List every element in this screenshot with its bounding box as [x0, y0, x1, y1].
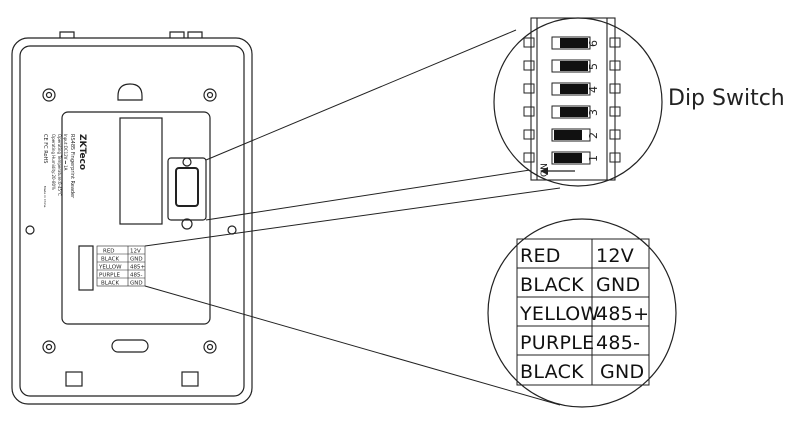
dip-switch-6 [523, 36, 621, 50]
dip-number: 3 [587, 109, 600, 116]
spec-temperature: Operating Temperature:0-45°C [57, 134, 62, 196]
dip-switch-1 [523, 151, 621, 165]
brand-text: ZKTeco [77, 134, 87, 170]
signal-cell: 485+ [596, 303, 649, 325]
signal-cell: GND [596, 274, 640, 296]
device-label-text: ZKTeco RS485 Fingerprint Reader Input:DC… [42, 134, 87, 208]
dip-switch-3 [523, 105, 621, 119]
small-cell-signal: GND [130, 281, 143, 287]
wire-cell: RED [520, 245, 561, 267]
signal-cell: 485- [596, 332, 640, 354]
wiring-table: RED 12V BLACK GND YELLOW 485+ PURPLE 485… [519, 245, 649, 383]
dip-switch-4 [523, 82, 621, 96]
dip-number: 1 [587, 155, 600, 162]
cert-marks: CE FC RoHS [42, 134, 48, 163]
dip-switch-rows [523, 36, 621, 165]
dip-switch-title: Dip Switch [668, 86, 785, 111]
device-back-panel [11, 31, 253, 405]
signal-cell: 12V [596, 245, 634, 267]
dip-switch-callout: 6 5 4 3 2 1 ON [493, 17, 663, 187]
small-cell-wire: PURPLE [99, 273, 121, 279]
wiring-table-callout: RED 12V BLACK GND YELLOW 485+ PURPLE 485… [487, 218, 677, 408]
wire-cell: BLACK [520, 361, 584, 383]
dip-number: 4 [587, 86, 600, 93]
dip-number: 6 [587, 40, 600, 47]
small-cell-wire: RED [103, 249, 115, 255]
model-text: RS485 Fingerprint Reader [69, 134, 75, 199]
spec-input: Input:DC12V ⎓ 1A [63, 134, 68, 171]
wire-cell: YELLOW [519, 303, 600, 325]
small-cell-signal: GND [130, 257, 143, 263]
small-cell-signal: 485- [130, 273, 142, 279]
small-cell-signal: 485+ [130, 265, 145, 271]
dip-switch-5 [523, 59, 621, 73]
small-cell-wire: BLACK [101, 281, 119, 287]
small-cell-wire: BLACK [101, 257, 119, 263]
on-arrow-icon [540, 167, 575, 175]
dip-numbers: 6 5 4 3 2 1 [587, 40, 600, 162]
wire-cell: BLACK [520, 274, 584, 296]
dip-number: 2 [587, 132, 600, 139]
small-cell-wire: YELLOW [98, 265, 122, 271]
origin-text: Made in China [43, 186, 47, 208]
dip-switch-2 [523, 128, 621, 142]
small-wiring-table: RED 12V BLACK GND YELLOW 485+ PURPLE 485… [96, 245, 145, 287]
leader-lines [144, 29, 561, 406]
signal-cell: GND [600, 361, 644, 383]
wire-cell: PURPLE [520, 332, 594, 354]
dip-number: 5 [587, 63, 600, 70]
dip-on-label: ON [540, 163, 550, 177]
spec-humidity: Operating Humidity:20-80% [51, 134, 56, 190]
small-cell-signal: 12V [130, 249, 141, 255]
